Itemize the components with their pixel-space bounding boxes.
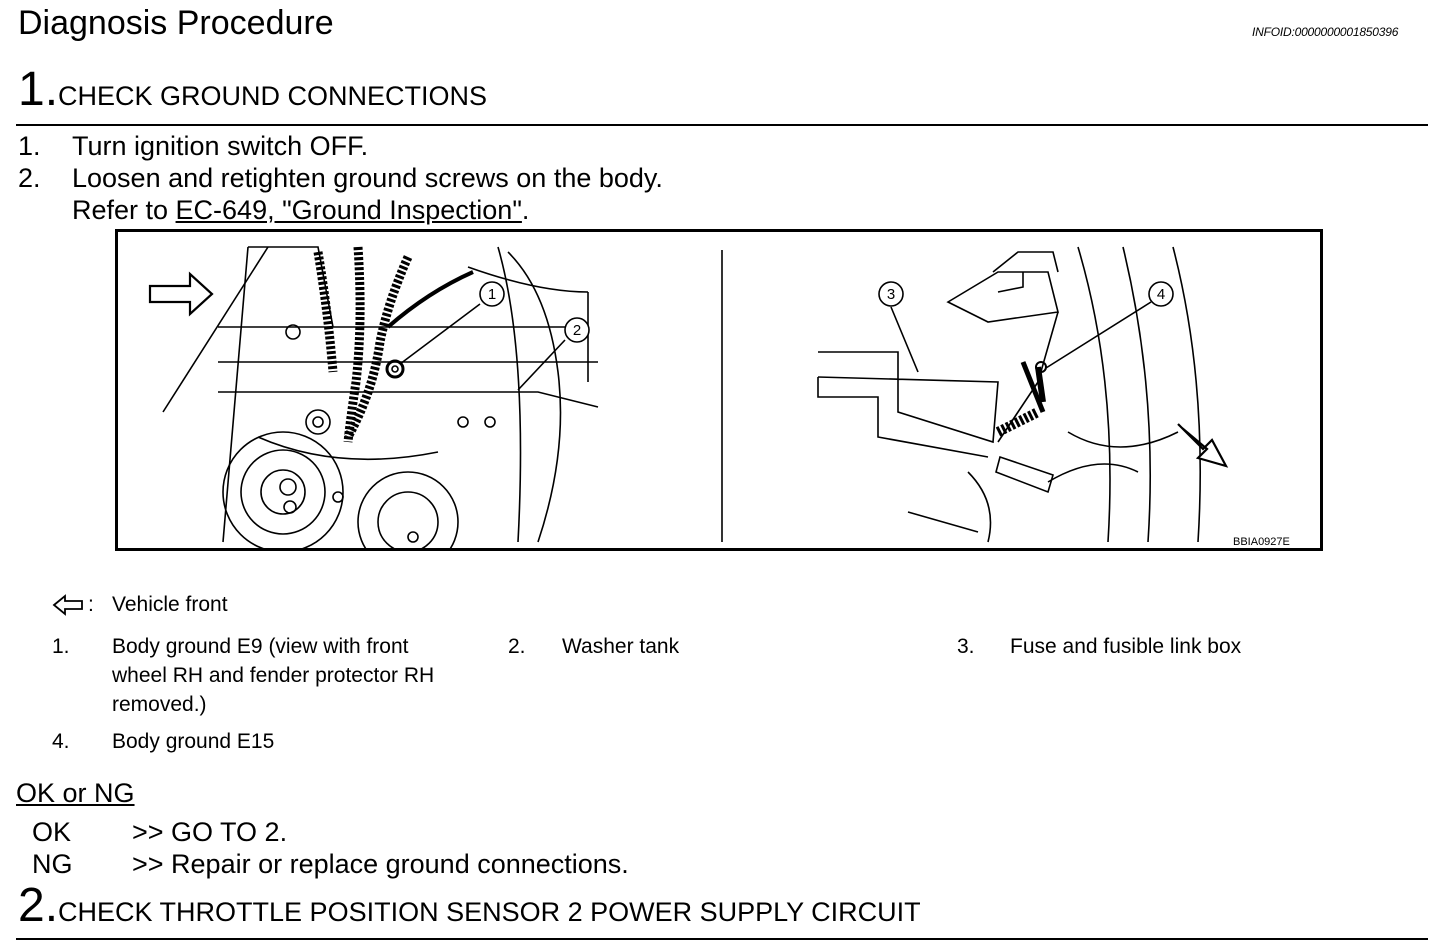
legend-vehicle-front-text: Vehicle front — [112, 593, 228, 616]
step-2-heading: 2.CHECK THROTTLE POSITION SENSOR 2 POWER… — [18, 882, 921, 930]
step-1-divider — [16, 124, 1428, 126]
legend-item-number: 1. — [52, 635, 70, 658]
legend-item-number: 2. — [508, 635, 526, 658]
legend-item-2: Washer tank — [562, 635, 680, 658]
result-code-ok: OK — [32, 817, 72, 847]
ok-ng-label: OK or NG — [16, 778, 135, 808]
refer-prefix: Refer to — [72, 195, 176, 225]
refer-suffix: . — [521, 195, 530, 225]
legend-item-3: Fuse and fusible link box — [1010, 635, 1242, 658]
step-1-title: CHECK GROUND CONNECTIONS — [58, 81, 488, 111]
step-2-title: CHECK THROTTLE POSITION SENSOR 2 POWER S… — [58, 897, 921, 927]
instruction-text: Turn ignition switch OFF. — [72, 131, 369, 161]
info-id: INFOID:0000000001850396 — [1252, 25, 1399, 39]
callout-4 — [1148, 281, 1174, 307]
callout-4-label: 4 — [1157, 286, 1165, 303]
instruction-number: 1. — [18, 131, 41, 161]
legend-item-number: 3. — [957, 635, 975, 658]
legend-item-line: removed.) — [112, 693, 207, 716]
callout-3 — [878, 281, 904, 307]
callout-2 — [564, 317, 590, 343]
result-action-ng: >> Repair or replace ground connections. — [132, 849, 629, 879]
instruction-number: 2. — [18, 163, 41, 193]
refer-line: Refer to EC-649, "Ground Inspection". — [72, 194, 529, 226]
vehicle-front-arrow-icon — [52, 594, 83, 617]
legend-item-line: wheel RH and fender protector RH — [112, 664, 435, 687]
step-2-number: 2. — [18, 879, 59, 932]
callout-1-label: 1 — [488, 286, 496, 303]
result-action-ok: >> GO TO 2. — [132, 817, 288, 847]
callout-3-label: 3 — [887, 286, 895, 303]
figure-drawing: 1 2 3 4 — [148, 246, 1229, 548]
legend-vehicle-front: : — [52, 590, 94, 619]
instruction-list: 1. Turn ignition switch OFF. 2. Loosen a… — [0, 130, 900, 230]
step-1-number: 1. — [18, 63, 59, 116]
page-title: Diagnosis Procedure — [18, 4, 334, 42]
legend-symbol-colon: : — [88, 593, 94, 616]
legend-item-4: Body ground E15 — [112, 730, 275, 753]
legend-item-1: Body ground E9 (view with front wheel RH… — [112, 632, 434, 719]
figure-code: BBIA0927E — [1233, 536, 1290, 548]
result-code-ng: NG — [32, 849, 73, 879]
ground-location-figure: 1 2 3 4 BBIA0927E — [115, 229, 1323, 551]
step-1-heading: 1.CHECK GROUND CONNECTIONS — [18, 66, 487, 114]
step-2-divider — [16, 938, 1428, 940]
legend-item-number: 4. — [52, 730, 70, 753]
callout-1 — [479, 281, 505, 307]
ground-inspection-link[interactable]: EC-649, "Ground Inspection" — [175, 195, 522, 225]
legend-item-line: Body ground E9 (view with front — [112, 635, 409, 658]
instruction-text: Loosen and retighten ground screws on th… — [72, 163, 663, 193]
callout-2-label: 2 — [573, 322, 581, 339]
